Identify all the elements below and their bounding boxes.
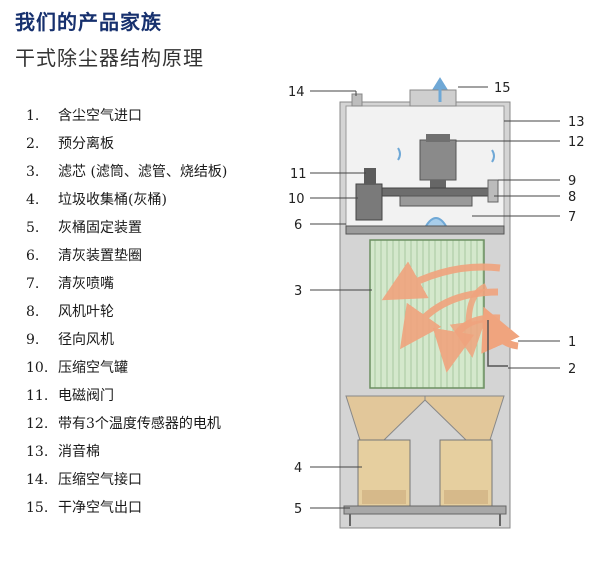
legend-number: 6. [26,248,40,264]
hopper [345,395,426,441]
fan-impeller [399,195,473,207]
legend-number: 9. [26,332,40,348]
callout-label: 1 [568,335,576,350]
page-title: 我们的产品家族 [15,10,162,34]
callout-label: 13 [568,115,585,130]
callout-label: 8 [568,190,576,205]
compressed-air-connector [351,93,363,107]
pre-separation-plate [487,320,508,367]
legend-number: 1. [26,108,40,124]
legend-item: 13. 消音棉 [26,442,227,470]
clean-air-arrow [432,77,448,102]
legend-item: 9. 径向风机 [26,330,227,358]
legend-number: 11. [26,388,49,404]
callout-label: 2 [568,362,576,377]
legend-label: 压缩空气罐 [58,360,128,376]
legend-number: 15. [26,500,49,516]
legend-item: 4. 垃圾收集桶(灰桶) [26,190,227,218]
compressed-air-tank [355,183,383,221]
clean-air-outlet [409,89,457,107]
legend-label: 灰桶固定装置 [58,220,142,236]
inlet-arrow [481,306,520,354]
legend-number: 14. [26,472,49,488]
callout-label: 14 [288,85,305,100]
callout-label: 12 [568,135,585,150]
legend-label: 电磁阀门 [58,388,114,404]
legend-item: 7. 清灰喷嘴 [26,274,227,302]
callout-label: 10 [288,192,305,207]
solenoid-valve [364,168,376,184]
legend-item: 3. 滤芯 (滤筒、滤管、烧结板) [26,162,227,190]
legend-number: 5. [26,220,40,236]
legend-number: 3. [26,164,40,180]
callout-label: 6 [294,218,302,233]
legend-label: 带有3个温度传感器的电机 [58,416,221,432]
callout-label: 4 [294,461,302,476]
legend-label: 消音棉 [58,444,100,460]
legend-number: 8. [26,304,40,320]
legend-number: 13. [26,444,49,460]
legend-label: 压缩空气接口 [58,472,142,488]
legend-number: 10. [26,360,49,376]
legend-label: 风机叶轮 [58,304,114,320]
legend-number: 2. [26,136,40,152]
legend-item: 10. 压缩空气罐 [26,358,227,386]
legend-label: 清灰喷嘴 [58,276,114,292]
legend-item: 8. 风机叶轮 [26,302,227,330]
nozzle-airflow [425,217,447,227]
radial-fan [487,179,499,203]
legend-label: 垃圾收集桶(灰桶) [58,192,167,208]
component-legend: 1. 含尘空气进口 2. 预分离板 3. 滤芯 (滤筒、滤管、烧结板) 4. 垃圾收集桶… [26,106,227,526]
callout-label: 15 [494,81,511,96]
legend-item: 14. 压缩空气接口 [26,470,227,498]
legend-number: 7. [26,276,40,292]
motor [419,139,457,181]
bin-fixing-device [343,505,507,515]
legend-item: 15. 干净空气出口 [26,498,227,526]
legend-number: 4. [26,192,40,208]
airflow-arrow [399,288,499,350]
callout-label: 5 [294,502,302,517]
legend-label: 预分离板 [58,136,114,152]
legend-label: 清灰装置垫圈 [58,248,142,264]
legend-item: 11. 电磁阀门 [26,386,227,414]
page-subtitle: 干式除尘器结构原理 [15,46,204,70]
callout-label: 7 [568,210,576,225]
legend-item: 2. 预分离板 [26,134,227,162]
legend-item: 6. 清灰装置垫圈 [26,246,227,274]
legend-label: 滤芯 (滤筒、滤管、烧结板) [58,164,228,180]
callout-label: 9 [568,174,576,189]
airflow-arrow [381,261,501,301]
cleaning-gasket [345,225,505,235]
legend-label: 干净空气出口 [58,500,142,516]
callout-label: 3 [294,284,302,299]
airflow-arrow [449,283,488,358]
legend-label: 径向风机 [58,332,114,348]
legend-item: 1. 含尘空气进口 [26,106,227,134]
legend-item: 5. 灰桶固定装置 [26,218,227,246]
fan-plate [377,187,495,197]
legend-item: 12. 带有3个温度传感器的电机 [26,414,227,442]
legend-number: 12. [26,416,49,432]
legend-label: 含尘空气进口 [58,108,142,124]
callout-label: 11 [290,167,307,182]
